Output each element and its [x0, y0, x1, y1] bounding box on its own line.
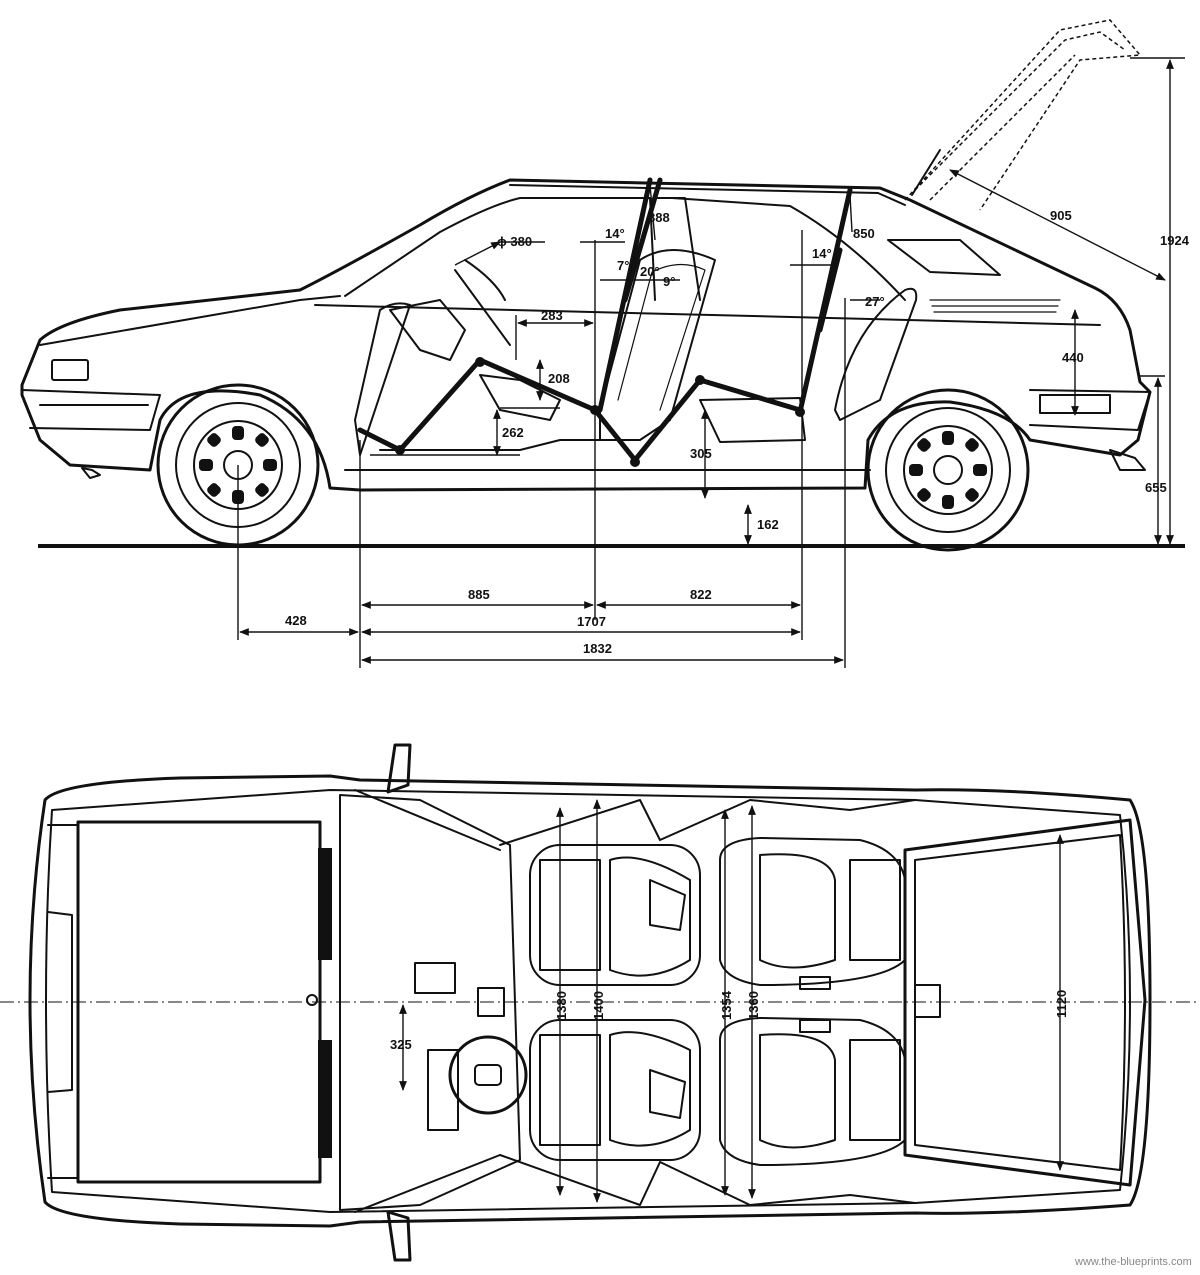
- side-view: 14° 7° 20° 9° 14° 27° ϕ 380 888 850 905 …: [20, 19, 1190, 668]
- door-opening: [354, 302, 411, 456]
- pedal-box: [479, 374, 561, 421]
- dashboard: [389, 299, 466, 361]
- label-1380: 1380: [554, 991, 569, 1020]
- label-162: 162: [757, 517, 779, 532]
- label-1400: 1400: [591, 991, 606, 1020]
- rear-vent-grille: [929, 299, 1061, 313]
- label-1354: 1354: [719, 990, 734, 1020]
- rear-window-frame: [671, 197, 906, 301]
- cowl-grille: [318, 848, 332, 1158]
- rear-parcel-shelf-hinge: [914, 984, 941, 1018]
- bonnet-front-edge: [47, 824, 79, 1179]
- roof-rail: [509, 184, 906, 206]
- dim-888: [649, 184, 656, 241]
- steering-column: [454, 259, 511, 346]
- gear-lever-base: [477, 987, 505, 1017]
- angle-rear-cushion: 27°: [865, 294, 885, 309]
- bonnet-line: [39, 295, 341, 346]
- label-1707: 1707: [577, 614, 606, 629]
- label-822: 822: [690, 587, 712, 602]
- rear-wheel: [866, 388, 1030, 552]
- tow-hook: [81, 467, 101, 479]
- top-view: 1380 1400 1354 1360 1120 325: [0, 743, 1200, 1262]
- top-body-inner: [45, 789, 1131, 1213]
- occupant-manikin-rear: [797, 187, 853, 415]
- steering-hub: [474, 1064, 502, 1086]
- label-1120: 1120: [1054, 990, 1069, 1018]
- a-pillar-top: [354, 789, 501, 1213]
- watermark: www.the-blueprints.com: [1074, 1256, 1192, 1268]
- front-floor: [379, 439, 601, 451]
- front-seat-right: [529, 1019, 701, 1161]
- label-208: 208: [548, 371, 570, 386]
- label-325: 325: [390, 1037, 412, 1052]
- right-mirror: [386, 1210, 412, 1262]
- steering-wheel: [448, 1035, 528, 1115]
- seatbelt-buckle-1: [799, 976, 831, 990]
- rear-seat-left: [719, 837, 906, 986]
- label-305: 305: [690, 446, 712, 461]
- label-1360: 1360: [746, 991, 761, 1020]
- angle-front-seat-c: 9°: [663, 274, 675, 289]
- angle-front-seat-b: 20°: [640, 264, 660, 279]
- dim-phi-380: [454, 241, 501, 266]
- boot-inner: [914, 834, 1126, 1171]
- label-1832: 1832: [583, 641, 612, 656]
- label-888: 888: [648, 210, 670, 225]
- front-wheel: [156, 383, 320, 547]
- bonnet-panel: [76, 820, 322, 1184]
- rear-side-window: [887, 239, 1001, 276]
- console-top: [414, 962, 456, 994]
- bumper-rear: [1029, 389, 1151, 431]
- label-850: 850: [853, 226, 875, 241]
- angle-front-seat-a: 7°: [617, 258, 629, 273]
- headlamp: [51, 359, 89, 381]
- dim-850: [849, 194, 853, 233]
- angle-rear-seat-back: 14°: [812, 246, 832, 261]
- front-seat-left: [529, 844, 701, 986]
- left-mirror: [386, 743, 412, 794]
- door-frame-top: [499, 799, 916, 846]
- instrument-binnacle: [427, 1049, 459, 1131]
- label-905: 905: [1050, 208, 1072, 223]
- label-phi-380: ϕ 380: [497, 234, 532, 249]
- label-885: 885: [468, 587, 490, 602]
- label-440: 440: [1062, 350, 1084, 365]
- car-body-outline: [20, 178, 1152, 492]
- tailgate-open-outline: [904, 19, 1142, 211]
- label-283: 283: [541, 308, 563, 323]
- washer-jet: [306, 994, 318, 1006]
- window-frame: [344, 197, 656, 301]
- rear-seat: [834, 287, 918, 421]
- door-frame-bottom: [499, 1154, 916, 1206]
- label-262: 262: [502, 425, 524, 440]
- rear-seat-right: [719, 1017, 906, 1166]
- seatbelt-buckle-2: [799, 1019, 831, 1033]
- windscreen: [339, 794, 521, 1211]
- exhaust: [1109, 449, 1146, 471]
- dim-905: [949, 169, 1166, 281]
- bumper-front: [21, 389, 161, 431]
- tailgate-strut: [911, 149, 941, 196]
- angle-front-seat-back: 14°: [605, 226, 625, 241]
- label-655: 655: [1145, 480, 1167, 495]
- tailgate-open-outline-2: [914, 31, 1126, 201]
- boot-opening: [903, 818, 1147, 1187]
- beltline: [314, 304, 1101, 326]
- label-428: 428: [285, 613, 307, 628]
- front-seat-inner: [617, 263, 706, 411]
- label-1924: 1924: [1160, 233, 1190, 248]
- top-body-outline: [28, 774, 1152, 1228]
